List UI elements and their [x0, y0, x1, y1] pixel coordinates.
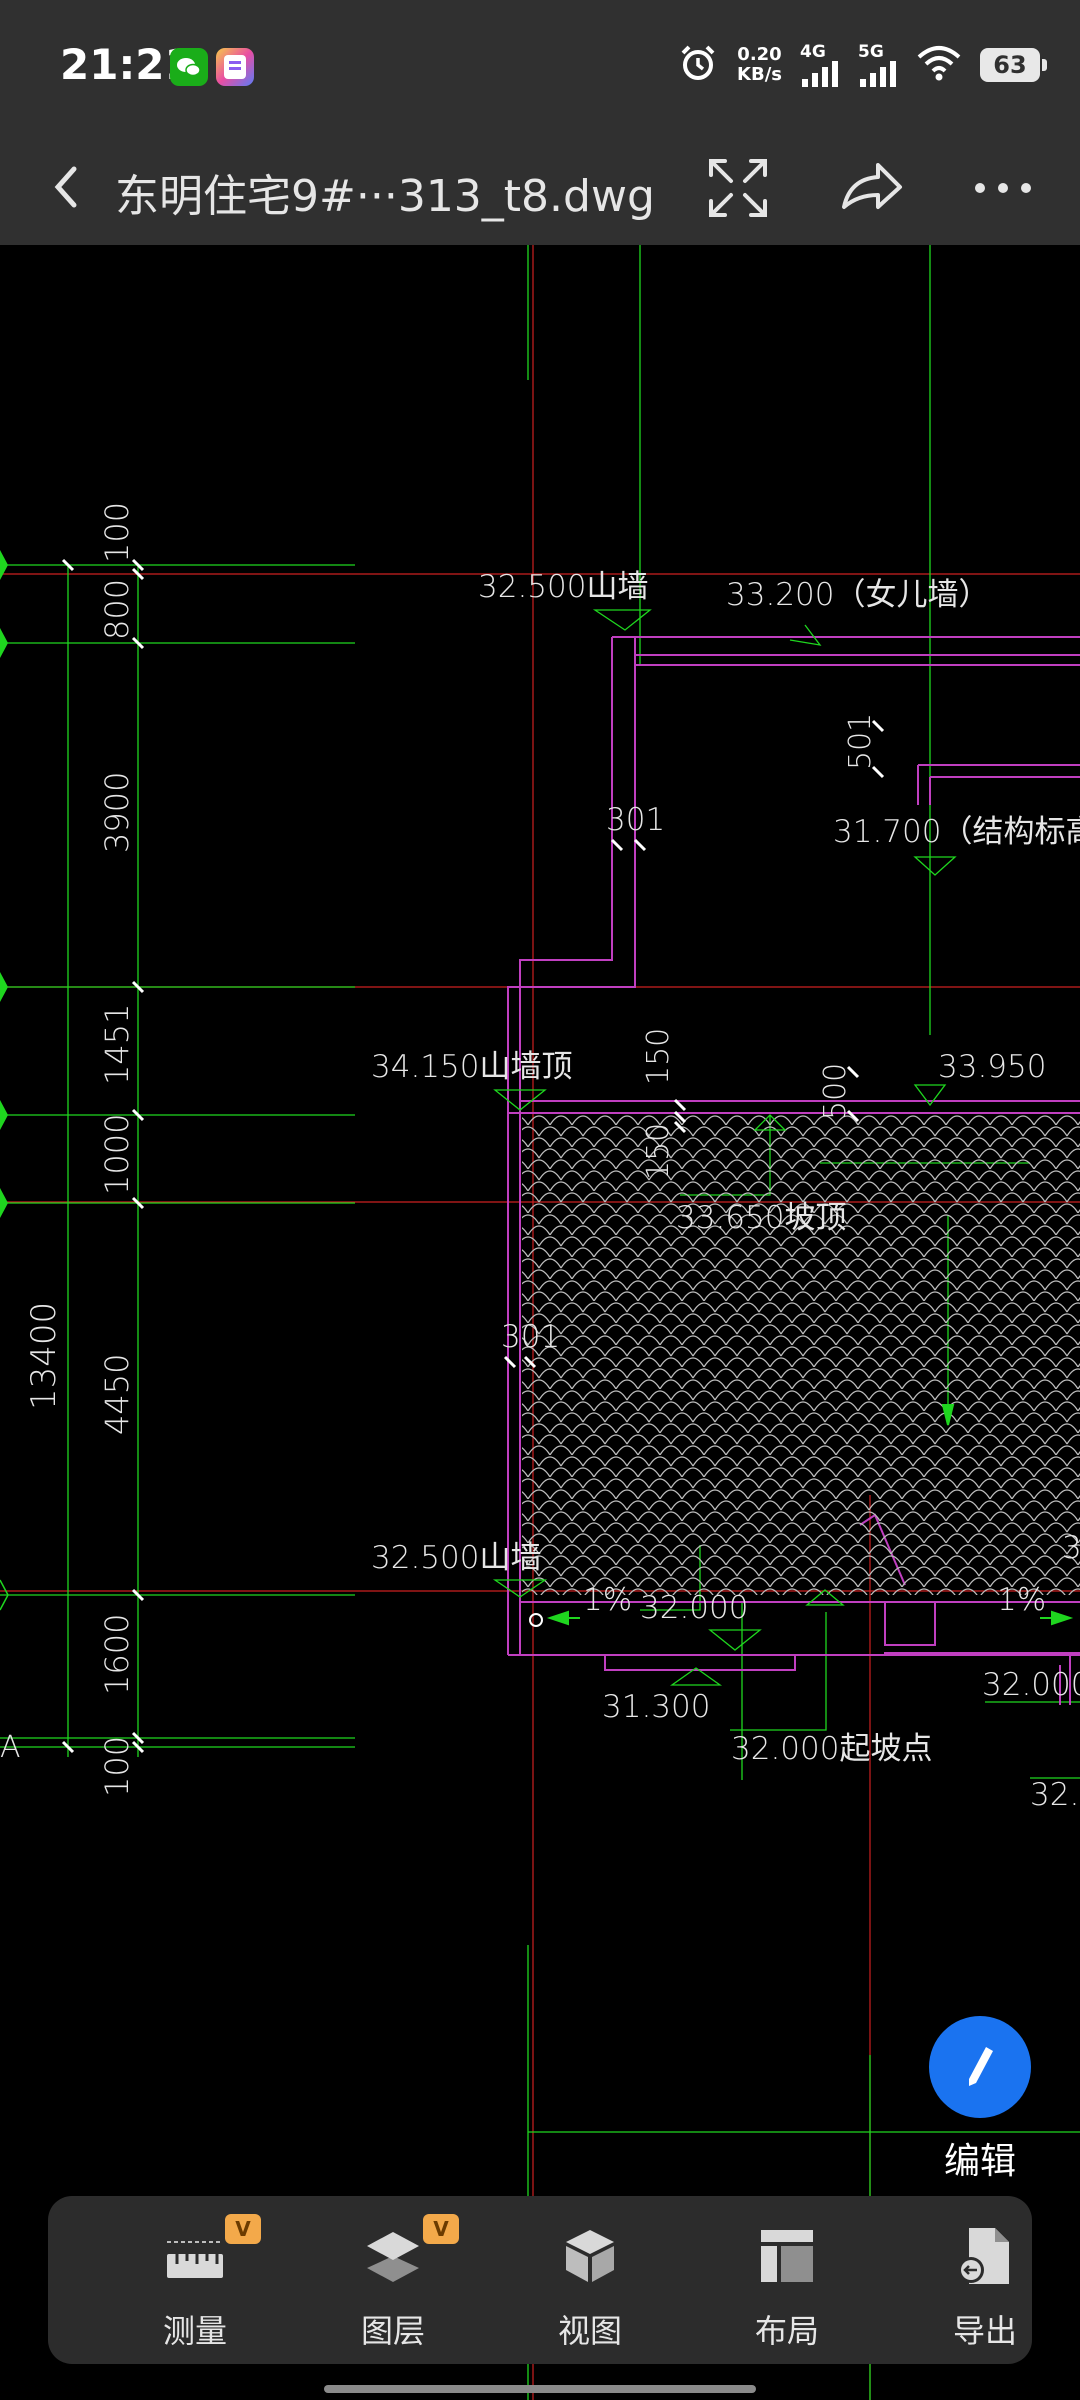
measure-label: 测量: [162, 2312, 227, 2350]
layers-icon: [367, 2232, 419, 2282]
layers-tool[interactable]: V 图层: [313, 2196, 473, 2364]
dim-label: 100: [98, 502, 136, 563]
layers-label: 图层: [360, 2312, 425, 2350]
back-button[interactable]: [38, 152, 98, 222]
slope-arrows: [546, 1404, 1074, 1626]
layout-icon: [761, 2230, 813, 2282]
signal-5g-icon: 5G: [858, 43, 898, 87]
battery-icon: 63: [980, 48, 1047, 82]
vip-badge: V: [225, 2214, 261, 2244]
elev-label: 31.300: [602, 1689, 710, 1725]
cube-icon: [566, 2230, 614, 2282]
elev-label: 32.500山墙: [478, 569, 648, 605]
status-bar: 21:21 0.20 KB/s 4G 5G 63: [0, 0, 1080, 130]
layout-label: 布局: [754, 2312, 819, 2350]
wifi-icon: [916, 45, 962, 85]
export-tool[interactable]: 导出: [905, 2196, 1065, 2364]
elev-label: 32.000起坡点: [731, 1731, 932, 1767]
layout-tool[interactable]: 布局: [707, 2196, 867, 2364]
dim-label-outer: 13400: [24, 1302, 64, 1410]
more-icon: [975, 183, 1031, 193]
elev-label: 33.950: [938, 1049, 1046, 1085]
elev-label: 33.200（女儿墙）: [726, 577, 989, 613]
dim-label: 150: [641, 1028, 676, 1085]
alarm-icon: [677, 42, 719, 88]
elev-label: 32.5: [1030, 1777, 1080, 1813]
edit-label: 编辑: [943, 2141, 1016, 2182]
elevation-markers: [492, 609, 957, 1686]
dim-label: 501: [843, 713, 878, 770]
dim-label: 150: [641, 1123, 676, 1180]
dimension-ticks: [61, 558, 885, 1754]
dim-label: 301: [501, 1319, 560, 1355]
dim-label: 800: [98, 579, 136, 640]
elev-label: 34.150山墙顶: [371, 1049, 572, 1085]
export-label: 导出: [952, 2312, 1017, 2350]
export-icon: [958, 2228, 1009, 2284]
drawing-canvas[interactable]: 13400 100 800 3900 1451 1000 4450 1600 1…: [0, 245, 1080, 2400]
slope-label: 1%: [583, 1582, 632, 1618]
share-button[interactable]: [838, 155, 904, 221]
share-icon: [842, 163, 902, 209]
dim-label: 4450: [98, 1354, 136, 1435]
fullscreen-button[interactable]: [705, 155, 771, 221]
axis-markers: [0, 550, 8, 1218]
bottom-toolbar: V 测量 V 图层 视图 布局 导出: [48, 2196, 1032, 2364]
elev-label: 33.650坡顶: [676, 1200, 846, 1236]
cad-drawing: 13400 100 800 3900 1451 1000 4450 1600 1…: [0, 245, 1080, 2400]
elev-label: 32.500山墙: [371, 1540, 541, 1576]
expand-icon: [709, 159, 767, 217]
status-icons: 0.20 KB/s 4G 5G 63: [677, 40, 1047, 90]
wall-outlines: [507, 636, 1080, 1705]
vip-badge: V: [423, 2214, 459, 2244]
home-indicator[interactable]: [324, 2385, 756, 2393]
notes-app-icon: [216, 48, 254, 86]
chevron-left-icon: [54, 166, 77, 208]
slope-label: 1%: [997, 1582, 1046, 1618]
dim-label: 1451: [98, 1004, 136, 1085]
axis-label-a: A: [0, 1730, 21, 1765]
drain-symbol: [529, 1613, 543, 1627]
network-speed: 0.20 KB/s: [737, 44, 782, 85]
elev-label: 31.700（结构标高）: [833, 814, 1080, 850]
dim-label: 1600: [98, 1614, 136, 1695]
signal-4g-icon: 4G: [800, 43, 840, 87]
view-tool[interactable]: 视图: [510, 2196, 670, 2364]
dim-label: 301: [606, 802, 665, 838]
elev-label: 3: [1062, 1530, 1080, 1566]
title-bar: 东明住宅9#···313_t8.dwg: [0, 130, 1080, 245]
measure-tool[interactable]: V 测量: [115, 2196, 275, 2364]
edit-button[interactable]: [929, 2016, 1031, 2118]
dim-label: 1000: [98, 1114, 136, 1195]
elev-label: 32.000: [640, 1590, 748, 1626]
view-label: 视图: [557, 2312, 622, 2350]
roof-tile-hatch: [522, 1115, 1080, 1595]
file-title: 东明住宅9#···313_t8.dwg: [115, 171, 655, 222]
ruler-icon: [167, 2241, 223, 2278]
pencil-icon: [969, 2047, 993, 2086]
wechat-icon: [170, 48, 208, 86]
dim-label: 500: [818, 1063, 853, 1120]
elev-label: 32.000: [982, 1667, 1080, 1703]
dim-label: 100: [98, 1736, 136, 1797]
dim-label: 3900: [98, 772, 136, 853]
more-button[interactable]: [970, 155, 1036, 221]
